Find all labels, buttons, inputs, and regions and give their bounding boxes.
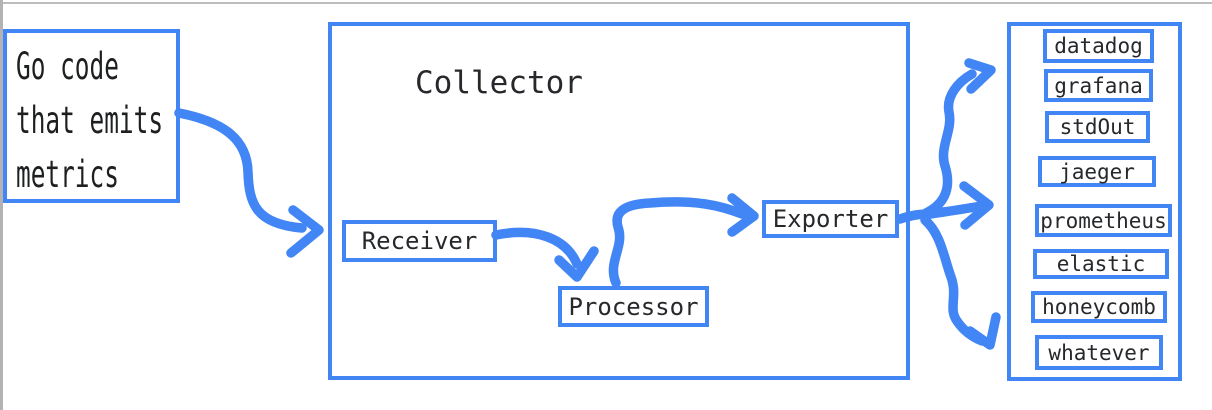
destination-prometheus: prometheus — [1035, 204, 1172, 237]
stage-processor: Processor — [558, 286, 709, 327]
arrow-exporter-to-destinations-icon — [895, 58, 1001, 350]
destination-whatever: whatever — [1035, 335, 1163, 370]
window-top-edge — [0, 2, 1212, 4]
destination-grafana: grafana — [1044, 69, 1153, 102]
collector-title: Collector — [415, 65, 583, 101]
window-left-edge — [0, 0, 3, 410]
source-box-label: Go code that emits metrics — [16, 40, 163, 202]
source-line-2: that emits — [16, 99, 164, 142]
source-line-3: metrics — [16, 153, 119, 196]
destination-honeycomb: honeycomb — [1031, 291, 1167, 323]
arrow-source-to-receiver-icon — [174, 108, 324, 258]
source-line-1: Go code — [16, 45, 119, 88]
destination-jaeger: jaeger — [1038, 156, 1156, 187]
destination-stdout: stdOut — [1045, 111, 1150, 143]
source-box: Go code that emits metrics — [3, 29, 180, 203]
destination-datadog: datadog — [1043, 29, 1154, 63]
stage-receiver: Receiver — [342, 220, 497, 262]
destination-elastic: elastic — [1033, 249, 1169, 279]
stage-exporter: Exporter — [762, 200, 899, 238]
